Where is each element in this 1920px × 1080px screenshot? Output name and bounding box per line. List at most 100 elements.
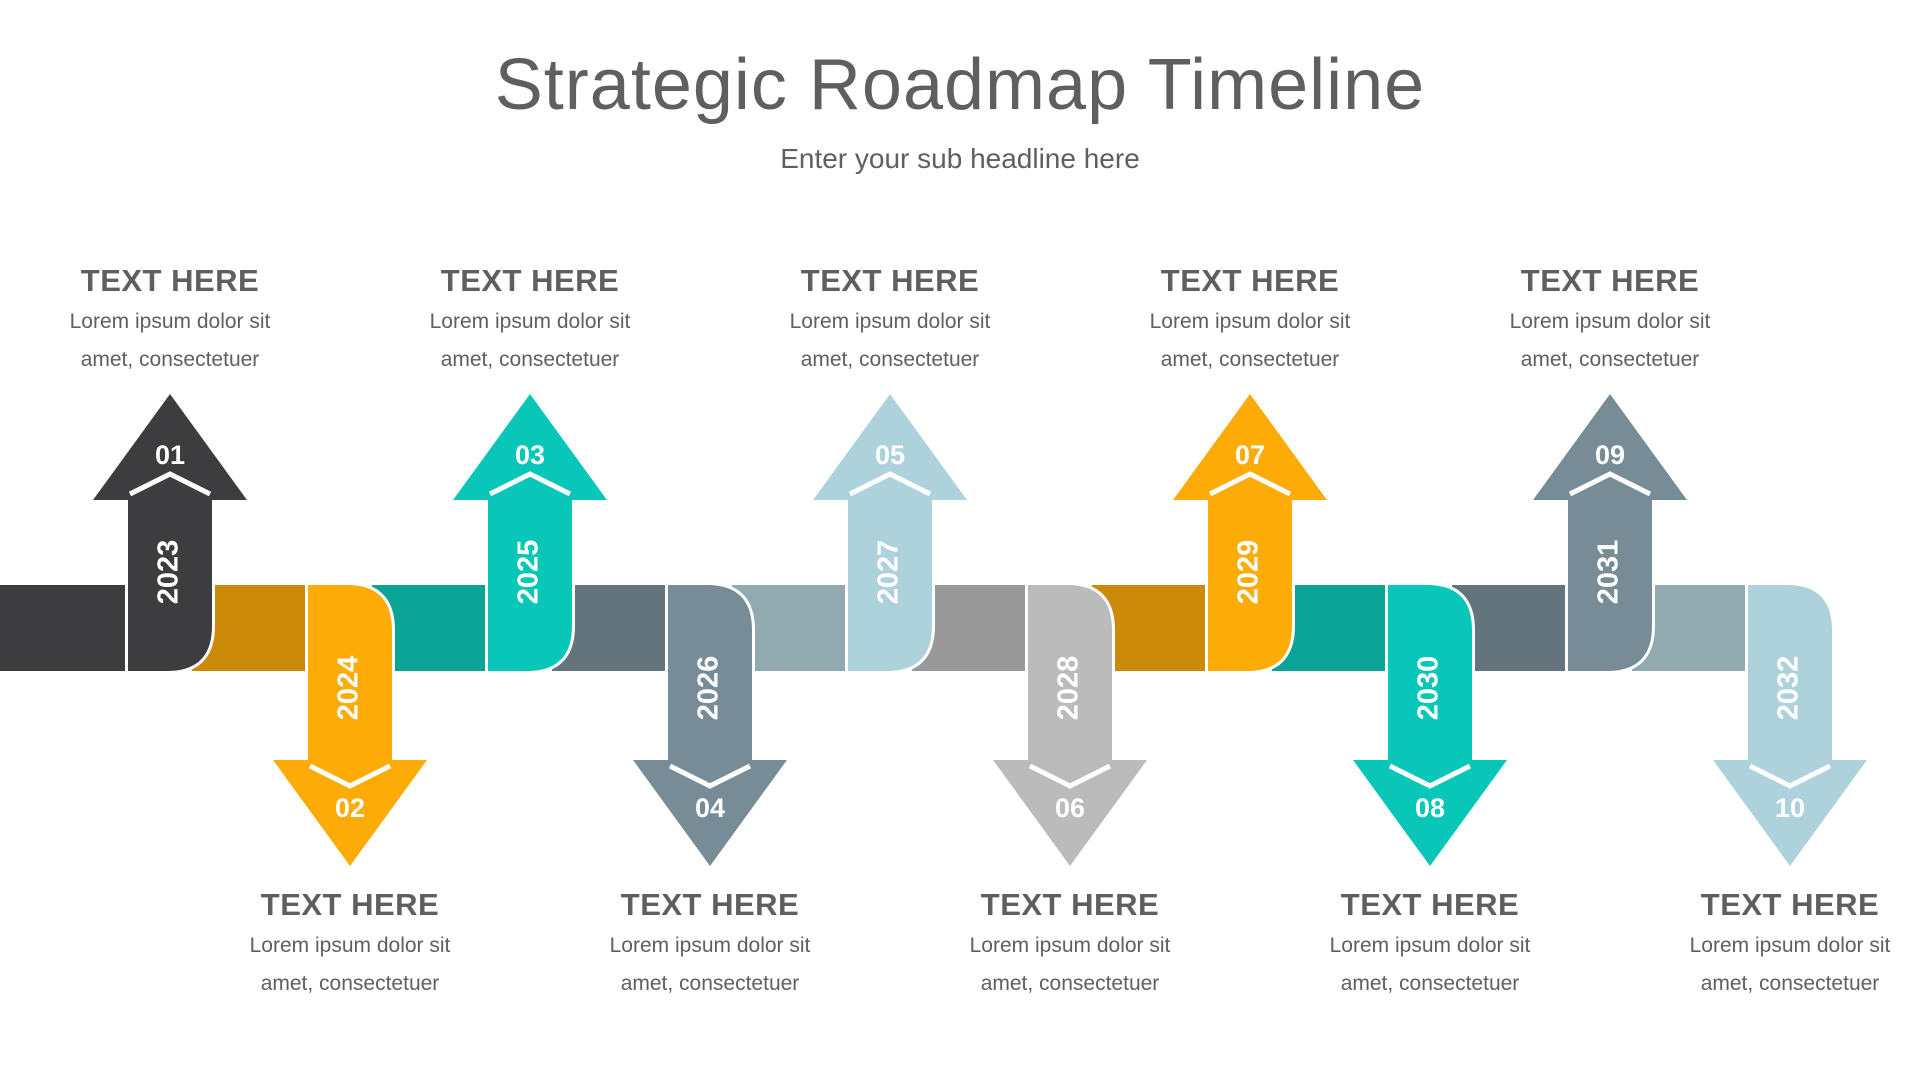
arrow-step-06: 06 2028 — [990, 582, 1150, 869]
caption-line-2: amet, consectetuer — [440, 348, 620, 371]
caption-heading: TEXT HERE — [260, 887, 440, 922]
step-number-07: 07 — [1235, 440, 1265, 470]
arrow-step-09: 09 2031 — [1530, 391, 1690, 674]
caption-line-2: amet, consectetuer — [980, 972, 1160, 995]
arrow-chevron-09 — [1568, 471, 1652, 497]
step-year-10: 2032 — [1773, 656, 1805, 721]
arrow-shape-04 — [630, 582, 790, 869]
step-year-01: 2023 — [153, 540, 185, 605]
caption-line-2: amet, consectetuer — [620, 972, 800, 995]
step-year-06: 2028 — [1053, 656, 1085, 721]
arrow-shape-06 — [990, 582, 1150, 869]
arrow-chevron-04 — [668, 763, 752, 789]
arrow-chevron-06 — [1028, 763, 1112, 789]
caption-heading: TEXT HERE — [1340, 887, 1520, 922]
caption-body: Lorem ipsum dolor sit amet, consectetuer — [200, 927, 500, 1003]
step-year-05: 2027 — [873, 540, 905, 605]
caption-line-1: Lorem ipsum dolor sit — [609, 934, 811, 957]
caption-line-1: Lorem ipsum dolor sit — [969, 934, 1171, 957]
caption-line-2: amet, consectetuer — [1160, 348, 1340, 371]
step-number-09: 09 — [1595, 440, 1625, 470]
step-number-04: 04 — [695, 793, 725, 823]
caption-heading: TEXT HERE — [1160, 263, 1340, 298]
step-year-03: 2025 — [513, 540, 545, 605]
arrow-shape-05 — [810, 391, 970, 674]
caption-body: Lorem ipsum dolor sit amet, consectetuer — [1100, 303, 1400, 379]
arrow-chevron-10 — [1748, 763, 1832, 789]
step-number-08: 08 — [1415, 793, 1445, 823]
caption-line-1: Lorem ipsum dolor sit — [1689, 934, 1891, 957]
step-number-01: 01 — [155, 440, 185, 470]
step-caption-06: TEXT HERE Lorem ipsum dolor sit amet, cons… — [920, 885, 1220, 1003]
caption-body: Lorem ipsum dolor sit amet, consectetuer — [920, 927, 1220, 1003]
page-title: Strategic Roadmap Timeline — [494, 45, 1426, 125]
arrow-chevron-07 — [1208, 471, 1292, 497]
caption-body: Lorem ipsum dolor sit amet, consectetuer — [380, 303, 680, 379]
step-year-09: 2031 — [1593, 540, 1625, 605]
step-number-06: 06 — [1055, 793, 1085, 823]
step-caption-01: TEXT HERE Lorem ipsum dolor sit amet, cons… — [20, 261, 320, 379]
caption-line-2: amet, consectetuer — [1700, 972, 1880, 995]
step-number-02: 02 — [335, 793, 365, 823]
arrow-shape-07 — [1170, 391, 1330, 674]
arrow-step-10: 10 2032 — [1710, 582, 1870, 869]
arrow-step-03: 03 2025 — [450, 391, 610, 674]
arrow-chevron-08 — [1388, 763, 1472, 789]
step-year-08: 2030 — [1413, 656, 1445, 721]
arrow-step-01: 01 2023 — [90, 391, 250, 674]
caption-line-1: Lorem ipsum dolor sit — [429, 310, 631, 333]
step-year-02: 2024 — [333, 656, 365, 721]
step-caption-04: TEXT HERE Lorem ipsum dolor sit amet, cons… — [560, 885, 860, 1003]
arrow-step-05: 05 2027 — [810, 391, 970, 674]
step-caption-07: TEXT HERE Lorem ipsum dolor sit amet, cons… — [1100, 261, 1400, 379]
arrow-shape-01 — [90, 391, 250, 674]
arrow-shape-09 — [1530, 391, 1690, 674]
step-caption-08: TEXT HERE Lorem ipsum dolor sit amet, cons… — [1280, 885, 1580, 1003]
caption-body: Lorem ipsum dolor sit amet, consectetuer — [1460, 303, 1760, 379]
step-number-10: 10 — [1775, 793, 1805, 823]
caption-line-2: amet, consectetuer — [260, 972, 440, 995]
caption-body: Lorem ipsum dolor sit amet, consectetuer — [20, 303, 320, 379]
caption-line-2: amet, consectetuer — [1340, 972, 1520, 995]
arrows: 01 2023 02 2024 03 2025 04 2026 05 2027 06 2028 07 20… — [90, 391, 1870, 869]
caption-heading: TEXT HERE — [440, 263, 620, 298]
arrow-chevron-03 — [488, 471, 572, 497]
step-caption-10: TEXT HERE Lorem ipsum dolor sit amet, cons… — [1640, 885, 1920, 1003]
arrow-step-02: 02 2024 — [270, 582, 430, 869]
caption-heading: TEXT HERE — [1520, 263, 1700, 298]
arrow-shape-10 — [1710, 582, 1870, 869]
arrow-shape-02 — [270, 582, 430, 869]
caption-line-1: Lorem ipsum dolor sit — [69, 310, 271, 333]
caption-line-1: Lorem ipsum dolor sit — [1329, 934, 1531, 957]
caption-line-2: amet, consectetuer — [800, 348, 980, 371]
step-caption-02: TEXT HERE Lorem ipsum dolor sit amet, cons… — [200, 885, 500, 1003]
step-number-03: 03 — [515, 440, 545, 470]
arrow-chevron-05 — [848, 471, 932, 497]
step-caption-03: TEXT HERE Lorem ipsum dolor sit amet, cons… — [380, 261, 680, 379]
step-year-04: 2026 — [693, 656, 725, 721]
caption-body: Lorem ipsum dolor sit amet, consectetuer — [1640, 927, 1920, 1003]
arrow-chevron-01 — [128, 471, 212, 497]
caption-line-1: Lorem ipsum dolor sit — [1149, 310, 1351, 333]
caption-heading: TEXT HERE — [80, 263, 260, 298]
caption-line-2: amet, consectetuer — [80, 348, 260, 371]
caption-heading: TEXT HERE — [1700, 887, 1880, 922]
caption-body: Lorem ipsum dolor sit amet, consectetuer — [1280, 927, 1580, 1003]
step-year-07: 2029 — [1233, 540, 1265, 605]
step-caption-09: TEXT HERE Lorem ipsum dolor sit amet, cons… — [1460, 261, 1760, 379]
step-number-05: 05 — [875, 440, 905, 470]
page-subtitle: Enter your sub headline here — [780, 143, 1140, 174]
caption-line-2: amet, consectetuer — [1520, 348, 1700, 371]
caption-heading: TEXT HERE — [620, 887, 800, 922]
caption-heading: TEXT HERE — [980, 887, 1160, 922]
caption-heading: TEXT HERE — [800, 263, 980, 298]
arrow-step-08: 08 2030 — [1350, 582, 1510, 869]
arrow-step-07: 07 2029 — [1170, 391, 1330, 674]
arrow-shape-08 — [1350, 582, 1510, 869]
caption-line-1: Lorem ipsum dolor sit — [249, 934, 451, 957]
caption-line-1: Lorem ipsum dolor sit — [1509, 310, 1711, 333]
band-segment-01 — [0, 585, 130, 671]
